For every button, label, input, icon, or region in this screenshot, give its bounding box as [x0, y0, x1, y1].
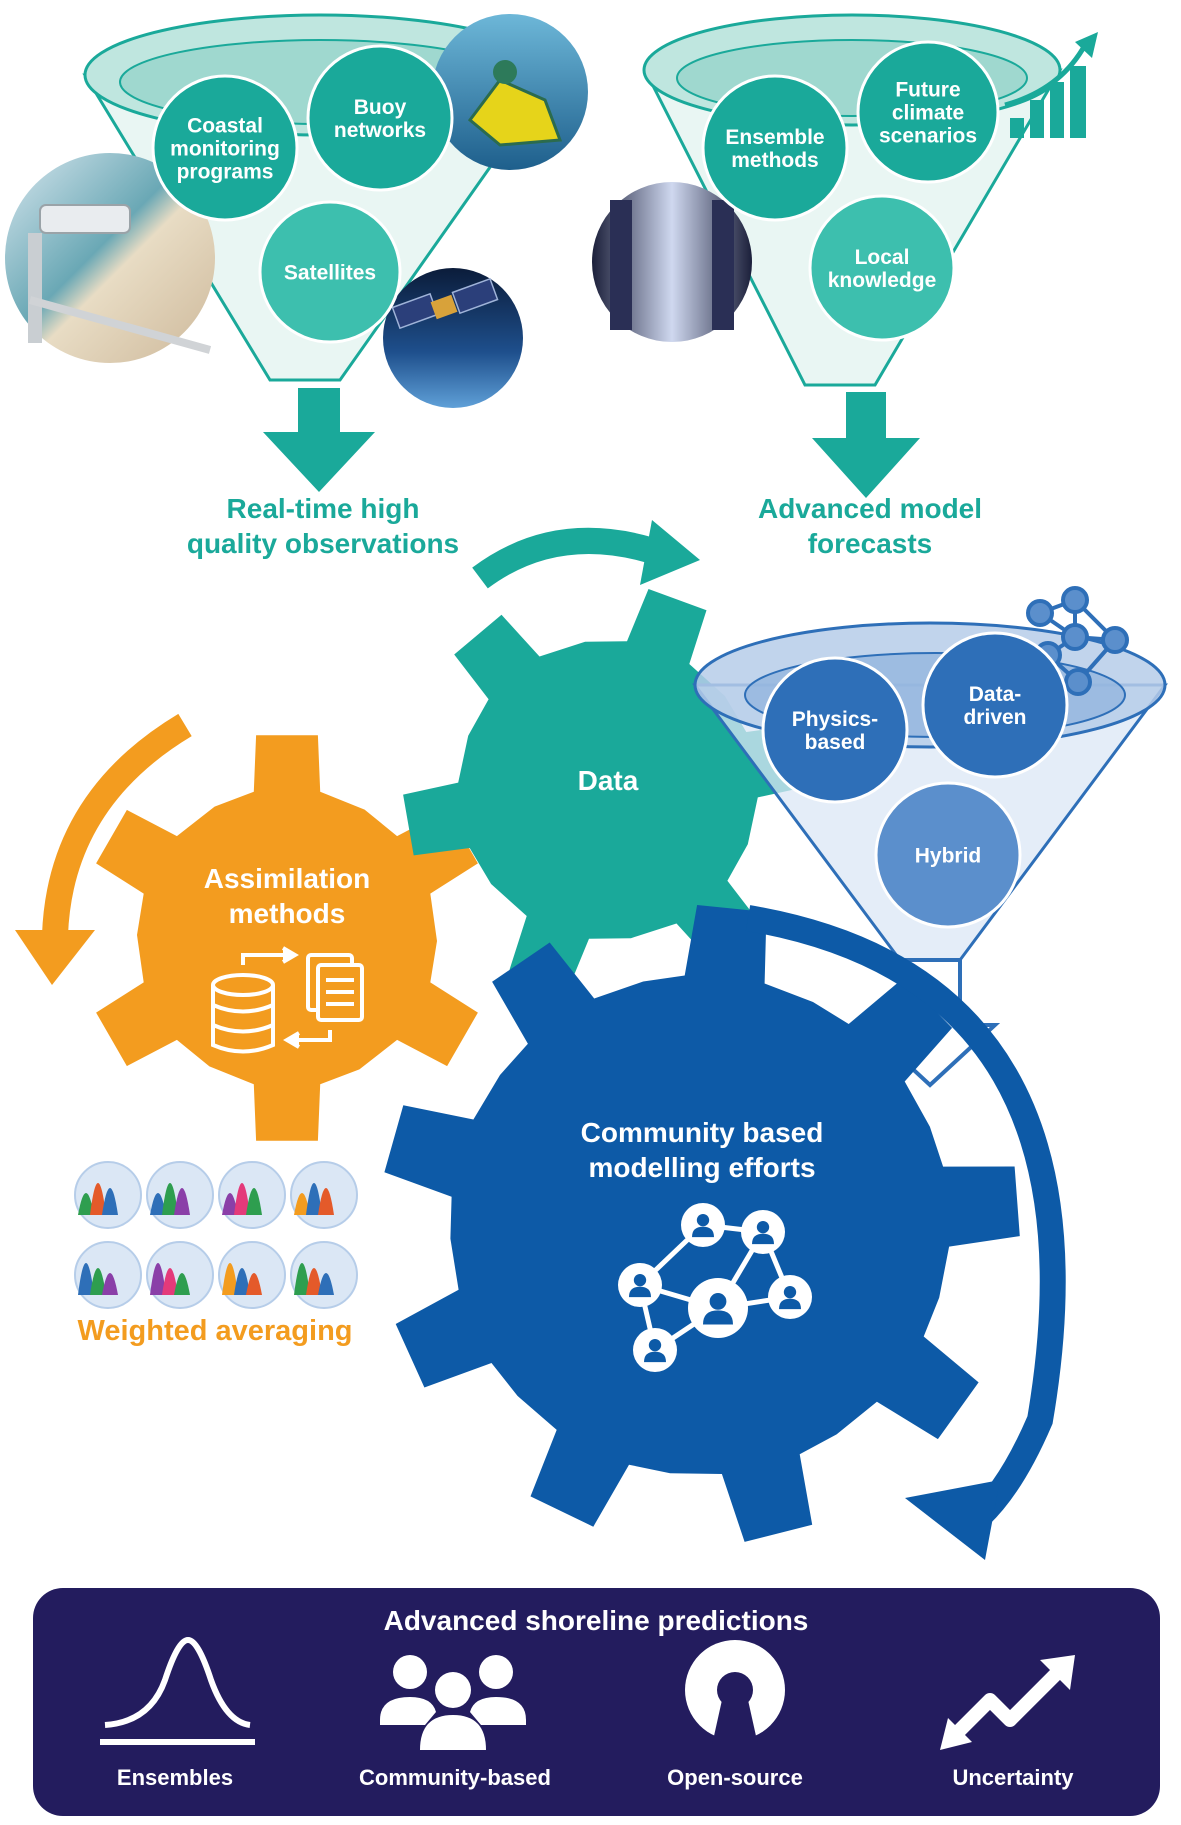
circle-label: based: [805, 731, 866, 754]
distribution-peak: [90, 1268, 106, 1295]
circle-label: Hybrid: [915, 844, 982, 867]
assimilation-gear-label-line2: methods: [229, 898, 346, 929]
distribution-peak: [78, 1263, 94, 1295]
person-head-icon: [696, 1214, 710, 1227]
predictions-panel-title: Advanced shoreline predictions: [384, 1605, 809, 1636]
panel-item-uncertainty: Uncertainty: [952, 1765, 1074, 1790]
assimilation-gear-label-line1: Assimilation: [204, 863, 370, 894]
observations-down-arrow: [263, 388, 375, 492]
panel-item-community-based: Community-based: [359, 1765, 551, 1790]
community-gear-label-line1: Community based: [581, 1117, 824, 1148]
collaboration-network-icon: [618, 1203, 812, 1372]
person-body-icon: [644, 1351, 666, 1363]
circle-label: driven: [963, 706, 1026, 729]
database-transfer-icon: [211, 946, 364, 1054]
person-head-icon: [633, 1274, 647, 1287]
circle-label: climate: [892, 101, 964, 124]
orange-curved-arrow: [15, 713, 192, 985]
distribution-peak: [90, 1183, 106, 1215]
distribution-peak: [150, 1193, 166, 1215]
person-head-icon: [756, 1221, 770, 1234]
assimilation-gear: [96, 735, 478, 1141]
panel-item-open-source: Open-source: [667, 1765, 803, 1790]
models-funnel: [692, 586, 1168, 962]
data-gear-label: Data: [578, 765, 639, 796]
zigzag-arrows-icon: [940, 1655, 1075, 1750]
teal-curved-arrow: [472, 520, 700, 589]
distribution-peak: [318, 1188, 334, 1215]
circle-label: Local: [855, 246, 910, 269]
distribution-peak: [318, 1273, 334, 1295]
circle-label: Buoy: [354, 96, 407, 119]
distribution-peak: [174, 1188, 190, 1215]
distribution-peak: [150, 1263, 166, 1295]
panel-item-ensembles: Ensembles: [117, 1765, 233, 1790]
assimilation-gear-shape: [96, 735, 478, 1141]
distribution-peak: [174, 1273, 190, 1295]
distribution-peak: [234, 1268, 250, 1295]
person-body-icon: [703, 1310, 733, 1325]
circle-label: methods: [731, 149, 819, 172]
neural-network-icon: [1026, 586, 1129, 696]
growth-chart-icon: [1004, 32, 1098, 138]
person-body-icon: [692, 1226, 714, 1238]
observations-caption-line1: Real-time high: [227, 493, 420, 524]
distribution-peak: [294, 1193, 310, 1215]
server-room-photo: [592, 182, 752, 342]
circle-label: programs: [177, 160, 274, 183]
circle-label: Physics-: [792, 708, 878, 731]
circle-label: scenarios: [879, 124, 977, 147]
distribution-peak: [102, 1188, 118, 1215]
forecasts-caption-line2: forecasts: [808, 528, 933, 559]
distribution-peak: [162, 1183, 178, 1215]
distribution-peak: [246, 1273, 262, 1295]
circle-label: monitoring: [170, 137, 280, 160]
distribution-peak: [102, 1273, 118, 1295]
person-head-icon: [709, 1293, 727, 1310]
circle-label: Coastal: [187, 114, 263, 137]
forecasts-funnel: [592, 13, 1098, 387]
person-head-icon: [648, 1339, 662, 1352]
distribution-peak: [246, 1188, 262, 1215]
bell-curve-icon: [100, 1636, 255, 1745]
circle-label: Satellites: [284, 261, 376, 284]
person-head-icon: [783, 1286, 797, 1299]
distribution-peak: [234, 1183, 250, 1215]
observations-caption-line2: quality observations: [187, 528, 459, 559]
distribution-peak: [78, 1193, 94, 1215]
blue-curved-arrow: [745, 905, 1066, 1560]
buoy-photo: [432, 14, 588, 170]
satellite-photo: [383, 268, 523, 408]
circle-label: Ensemble: [725, 126, 824, 149]
person-body-icon: [629, 1286, 651, 1298]
circle-label: Future: [895, 78, 960, 101]
person-body-icon: [752, 1233, 774, 1245]
observations-funnel: [5, 13, 588, 408]
coastal-camera-photo: [5, 153, 215, 363]
distribution-peak: [222, 1263, 238, 1295]
people-group-icon: [380, 1655, 526, 1750]
predictions-panel: [33, 1588, 1160, 1816]
community-gear-label-line2: modelling efforts: [588, 1152, 815, 1183]
circle-label: networks: [334, 119, 426, 142]
distribution-peak: [294, 1263, 310, 1295]
open-source-icon: [685, 1640, 785, 1745]
distribution-peak: [306, 1268, 322, 1295]
distribution-peak: [162, 1268, 178, 1295]
person-body-icon: [779, 1298, 801, 1310]
forecasts-down-arrow: [812, 392, 920, 498]
forecasts-caption-line1: Advanced model: [758, 493, 982, 524]
distribution-peak: [222, 1193, 238, 1215]
weighted-averaging-grid: [74, 1161, 358, 1309]
circle-label: Data-: [969, 683, 1022, 706]
weighted-averaging-label: Weighted averaging: [77, 1315, 352, 1347]
distribution-peak: [306, 1183, 322, 1215]
circle-label: knowledge: [828, 269, 937, 292]
